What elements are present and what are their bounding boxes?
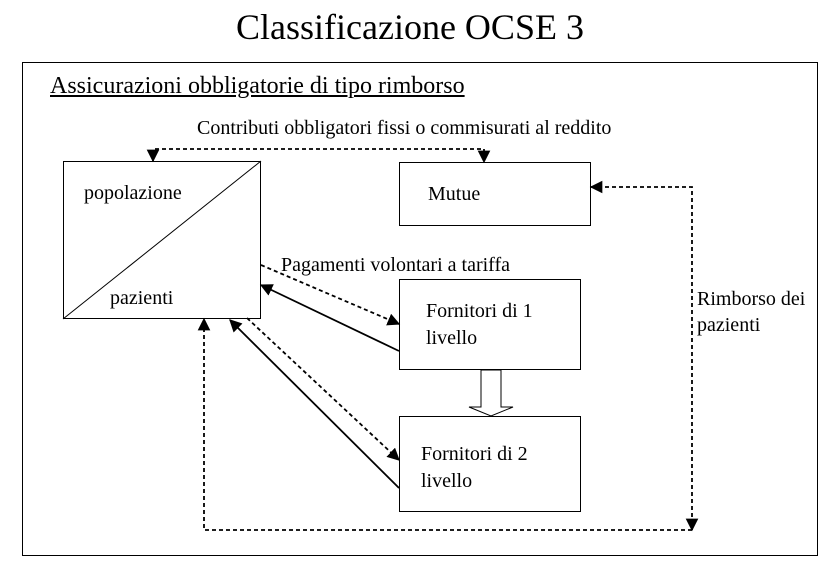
provider1-service-arrow bbox=[259, 284, 400, 352]
diagram-subtitle: Assicurazioni obbligatorie di tipo rimbo… bbox=[50, 73, 465, 99]
mutue-box bbox=[399, 162, 591, 226]
page-title: Classificazione OCSE 3 bbox=[236, 7, 584, 47]
provider2-service-arrow bbox=[229, 319, 400, 489]
provider-level2-box bbox=[399, 416, 581, 512]
contributions-label: Contributi obbligatori fissi o commisura… bbox=[197, 117, 612, 139]
provider-level1-box bbox=[399, 279, 581, 370]
provider-level2-label: Fornitori di 2 livello bbox=[421, 443, 528, 492]
voluntary-payments-label: Pagamenti volontari a tariffa bbox=[281, 254, 510, 276]
mutue-reimbursement-arrow bbox=[589, 180, 699, 532]
provider-level1-label: Fornitori di 1 livello bbox=[426, 300, 533, 349]
reimbursement-label: Rimborso dei pazienti bbox=[697, 288, 806, 336]
diagram-frame bbox=[22, 62, 818, 556]
mutue-label: Mutue bbox=[428, 183, 481, 205]
box-diagonal bbox=[62, 160, 262, 320]
patients-label: pazienti bbox=[110, 287, 174, 309]
reimbursement-return-arrow bbox=[197, 317, 692, 531]
provider1-to-provider2-block-arrow bbox=[468, 369, 514, 417]
contributions-arrow bbox=[146, 148, 491, 164]
population-label: popolazione bbox=[84, 182, 182, 204]
